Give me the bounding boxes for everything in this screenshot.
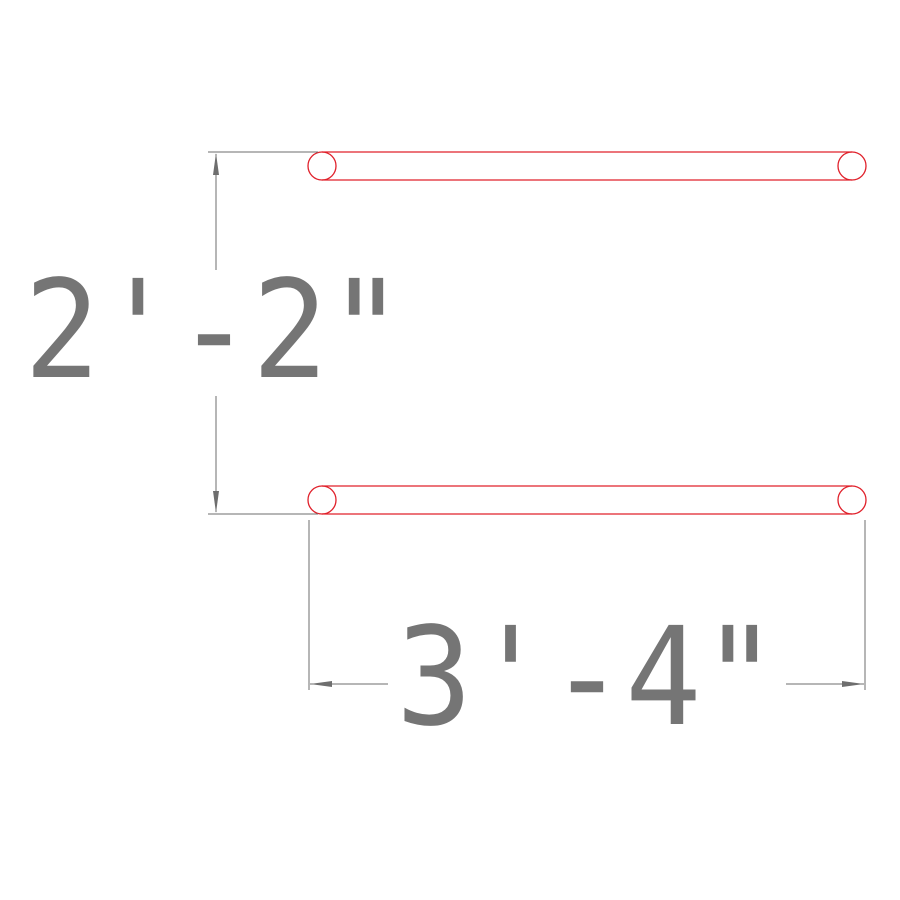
top-bar-left-end [307,151,337,181]
bottom-bar-left-end [307,485,337,515]
width-arrow-right [842,681,864,687]
height-dimension-label: 2'-2" [24,252,404,410]
top-bar [307,151,867,181]
height-dimension [208,151,318,515]
bottom-bar [307,485,867,515]
width-dimension [308,520,866,690]
bottom-bar-right-end [837,485,867,515]
width-arrow-left [310,681,332,687]
height-arrow-top [213,153,219,175]
top-bar-right-end [837,151,867,181]
width-dimension-label: 3'-4" [396,599,778,757]
height-arrow-bottom [213,491,219,513]
